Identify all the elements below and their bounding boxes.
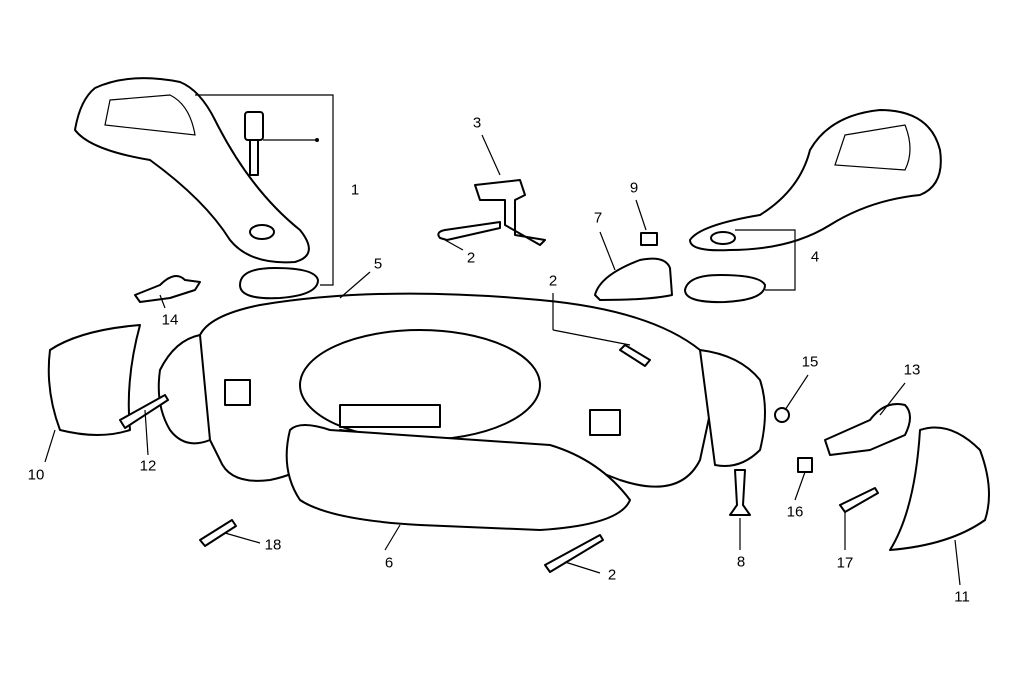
clip-16 <box>797 457 813 473</box>
callout-2: 2 <box>548 272 558 290</box>
callout-14: 14 <box>161 311 179 329</box>
leader-1 <box>195 94 334 286</box>
bracket-13 <box>824 403 911 456</box>
clip-9 <box>640 232 658 246</box>
lower-cover-6 <box>285 424 631 531</box>
left-mirror-bolt <box>244 111 319 176</box>
bracket-3 <box>474 179 546 246</box>
callout-4: 4 <box>810 248 820 266</box>
screw-2a <box>437 221 501 241</box>
left-mirror <box>74 77 310 264</box>
callout-13: 13 <box>903 361 921 379</box>
callout-3: 3 <box>472 114 482 132</box>
right-mirror-base <box>684 274 766 304</box>
callout-15: 15 <box>801 353 819 371</box>
callout-1: 1 <box>350 181 360 199</box>
left-side-cover <box>157 334 211 445</box>
screw-12 <box>119 394 169 429</box>
callout-2: 2 <box>607 566 617 584</box>
callout-2: 2 <box>466 249 476 267</box>
cover-7 <box>594 257 673 301</box>
screw-18 <box>199 519 237 547</box>
callout-9: 9 <box>629 179 639 197</box>
callout-18: 18 <box>264 536 282 554</box>
callout-10: 10 <box>27 466 45 484</box>
callout-8: 8 <box>736 553 746 571</box>
callout-12: 12 <box>139 457 157 475</box>
end-cap-11 <box>889 426 990 551</box>
end-cap-10 <box>47 324 141 436</box>
leader-4 <box>735 229 796 291</box>
washer-15 <box>774 407 790 423</box>
screw-17 <box>839 487 879 513</box>
callout-7: 7 <box>593 209 603 227</box>
screw-2b <box>619 344 651 367</box>
clamp-14 <box>134 275 201 303</box>
right-mirror <box>689 109 942 252</box>
callout-11: 11 <box>954 588 970 606</box>
screw-8 <box>729 469 751 516</box>
callout-5: 5 <box>373 255 383 273</box>
leader-lines <box>44 134 961 586</box>
right-side-cover <box>699 349 766 467</box>
callout-6: 6 <box>384 554 394 572</box>
left-mirror-base <box>239 267 319 300</box>
callout-17: 17 <box>836 554 854 572</box>
callout-16: 16 <box>786 503 804 521</box>
screw-2c <box>544 534 604 573</box>
